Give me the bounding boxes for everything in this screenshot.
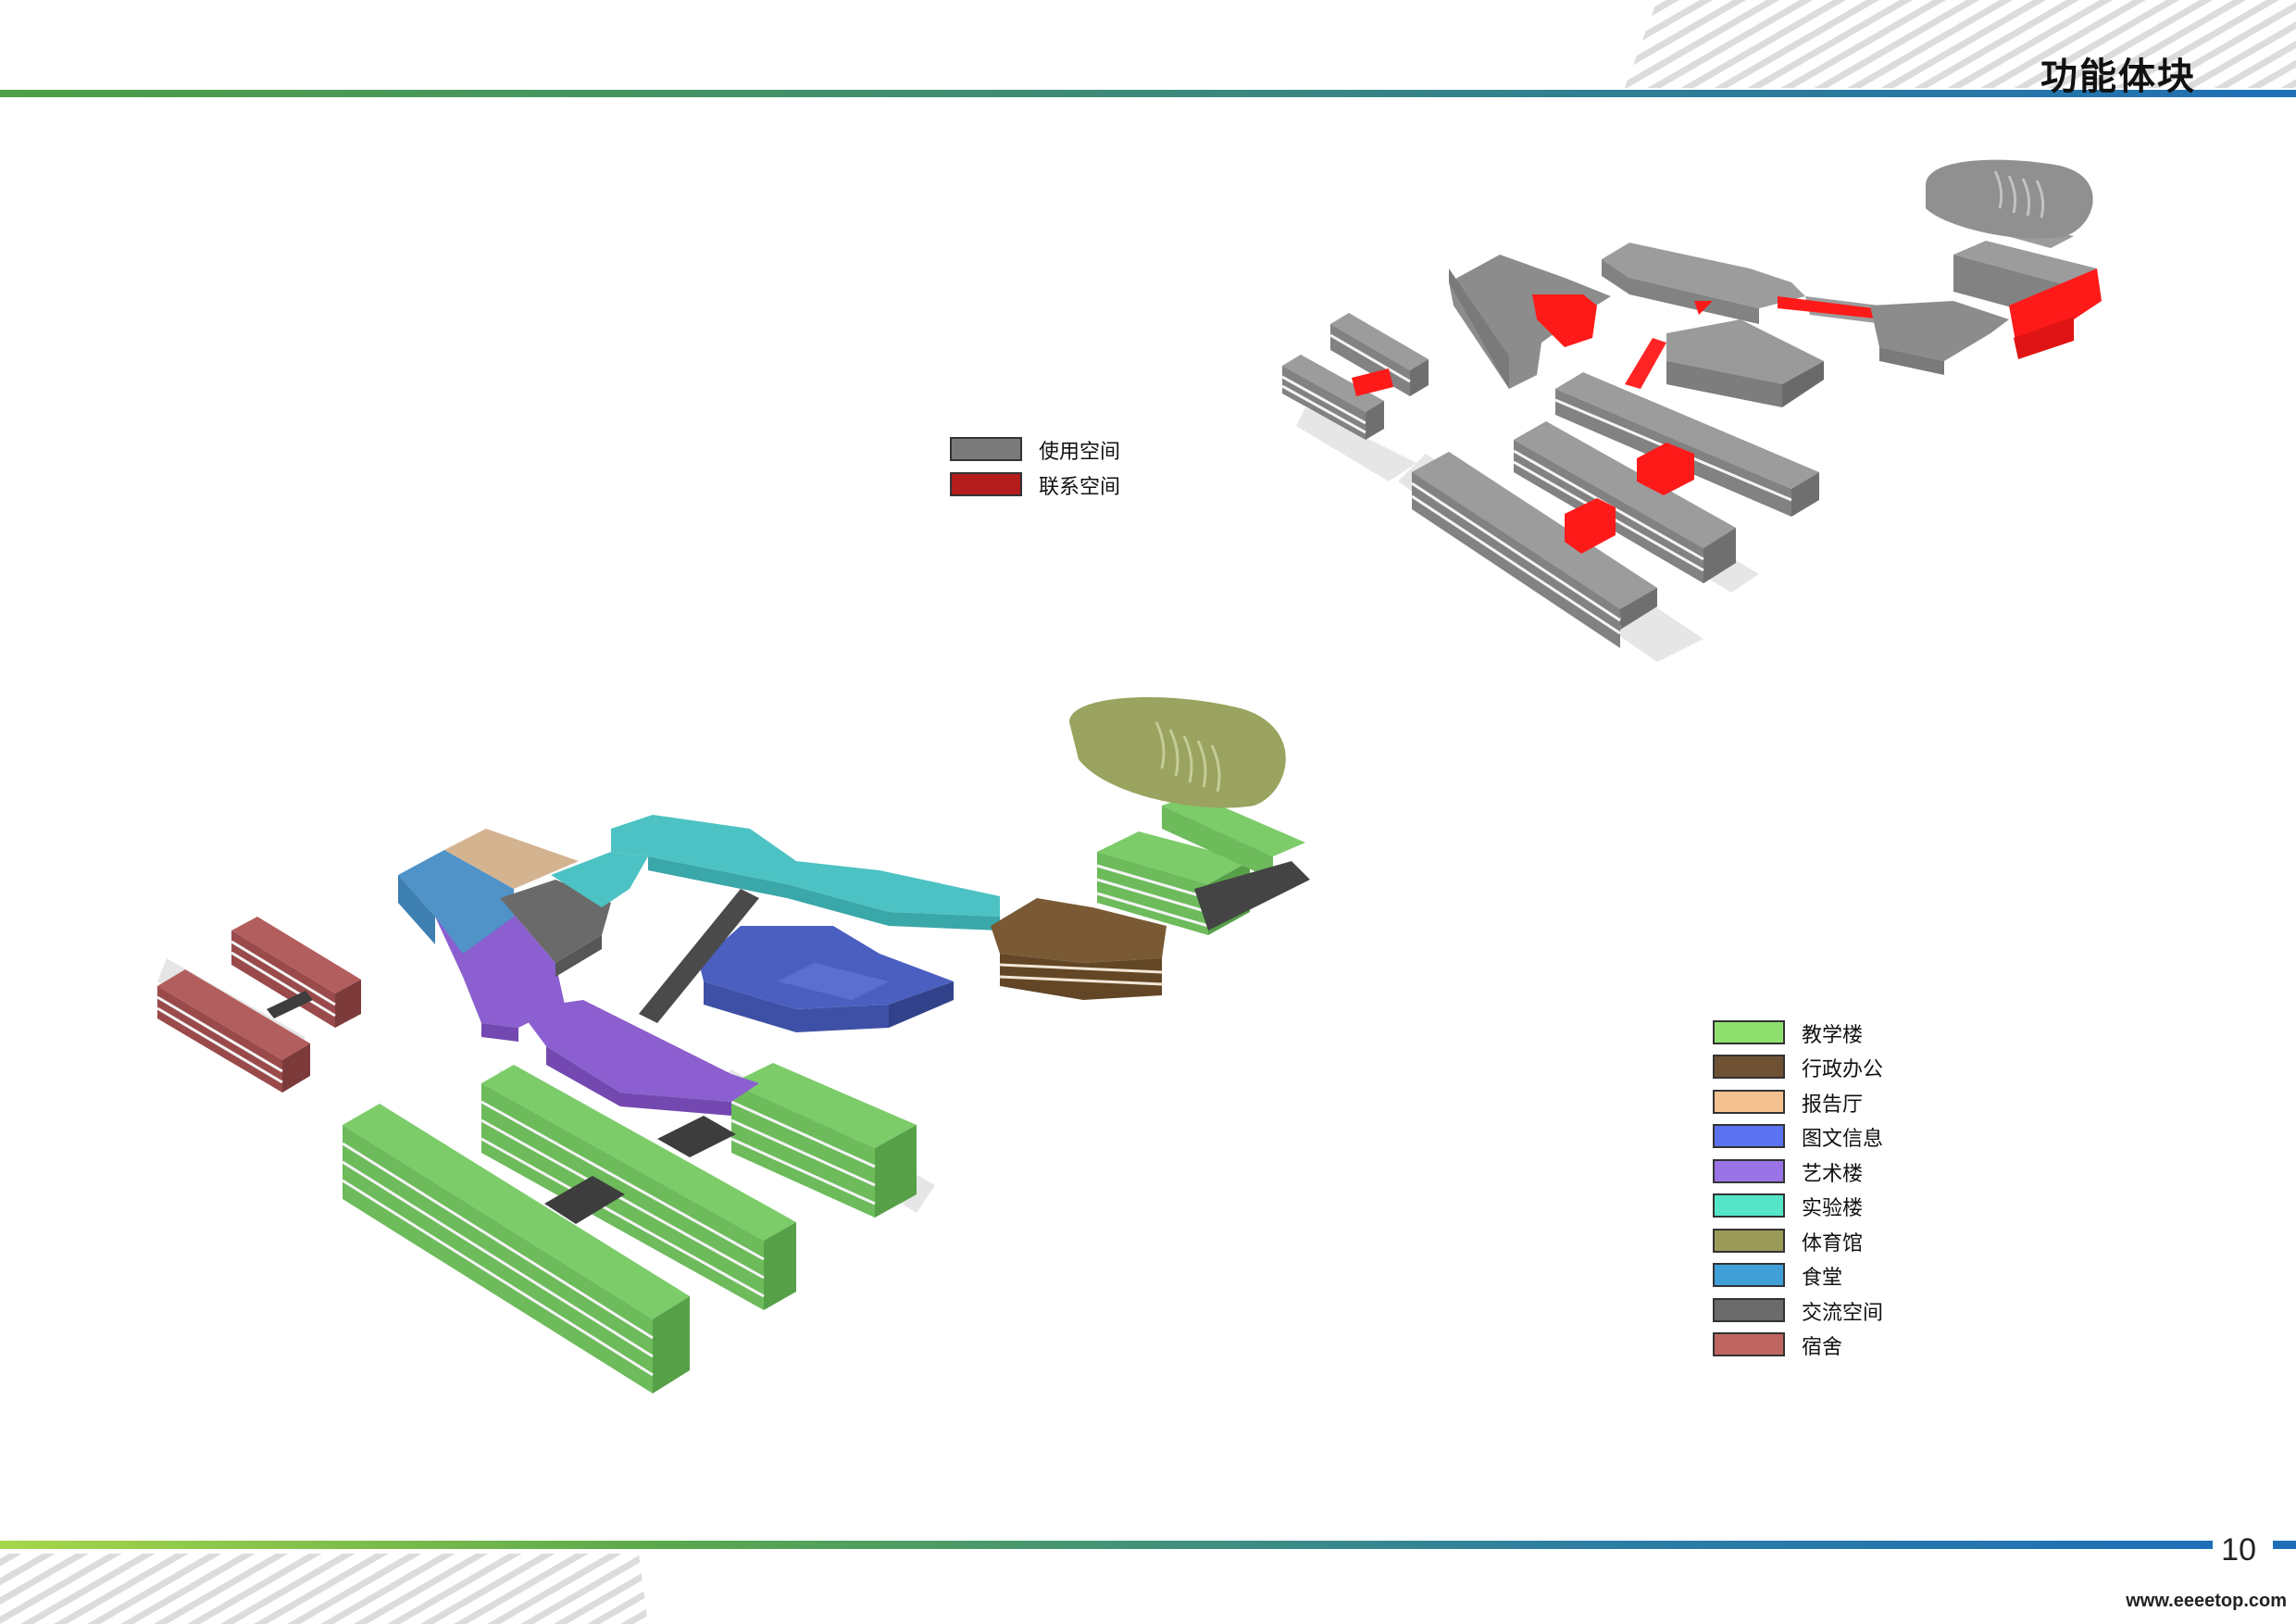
connector-block [1565,498,1616,554]
legend-swatch [1713,1159,1785,1183]
legend-label: 使用空间 [1039,441,1121,464]
legend-label: 交流空间 [1802,1302,1884,1325]
page-title: 功能体块 [2040,56,2196,98]
footer-url: www.eeeetop.com [2126,1591,2287,1611]
connector-block [1637,443,1694,495]
legend-swatch [1713,1263,1785,1287]
massing-diagram-usage [1281,159,2102,662]
legend-label: 教学楼 [1802,1024,1864,1047]
legend-swatch [1713,1193,1785,1218]
legend-label: 实验楼 [1802,1197,1864,1220]
legend-label: 联系空间 [1039,476,1121,499]
legend-swatch [1713,1020,1785,1044]
legend-label: 行政办公 [1802,1058,1884,1081]
legend-label: 宿舍 [1802,1336,1843,1359]
legend-swatch [1713,1332,1785,1356]
legend-swatch [950,472,1022,496]
footer-hatch-panel [0,1554,648,1624]
massing-diagram-function [156,697,1310,1393]
legend-swatch [950,437,1022,461]
header-hatch-panel [1625,0,2296,88]
page-number: 10 [2221,1532,2256,1568]
footer-bar-end [2273,1541,2296,1549]
legend-swatch [1713,1229,1785,1253]
legend-label: 食堂 [1802,1267,1843,1290]
legend-label: 报告厅 [1802,1093,1864,1117]
connector-block [1625,338,1666,389]
legend-swatch [1713,1055,1785,1079]
legend-swatch [1713,1090,1785,1114]
legend-swatch [1713,1124,1785,1148]
legend-swatch [1713,1298,1785,1322]
legend-label: 体育馆 [1802,1232,1864,1255]
legend-label: 图文信息 [1802,1128,1884,1151]
header-bar [0,90,2296,97]
legend-label: 艺术楼 [1802,1163,1864,1186]
footer-bar [0,1541,2213,1549]
